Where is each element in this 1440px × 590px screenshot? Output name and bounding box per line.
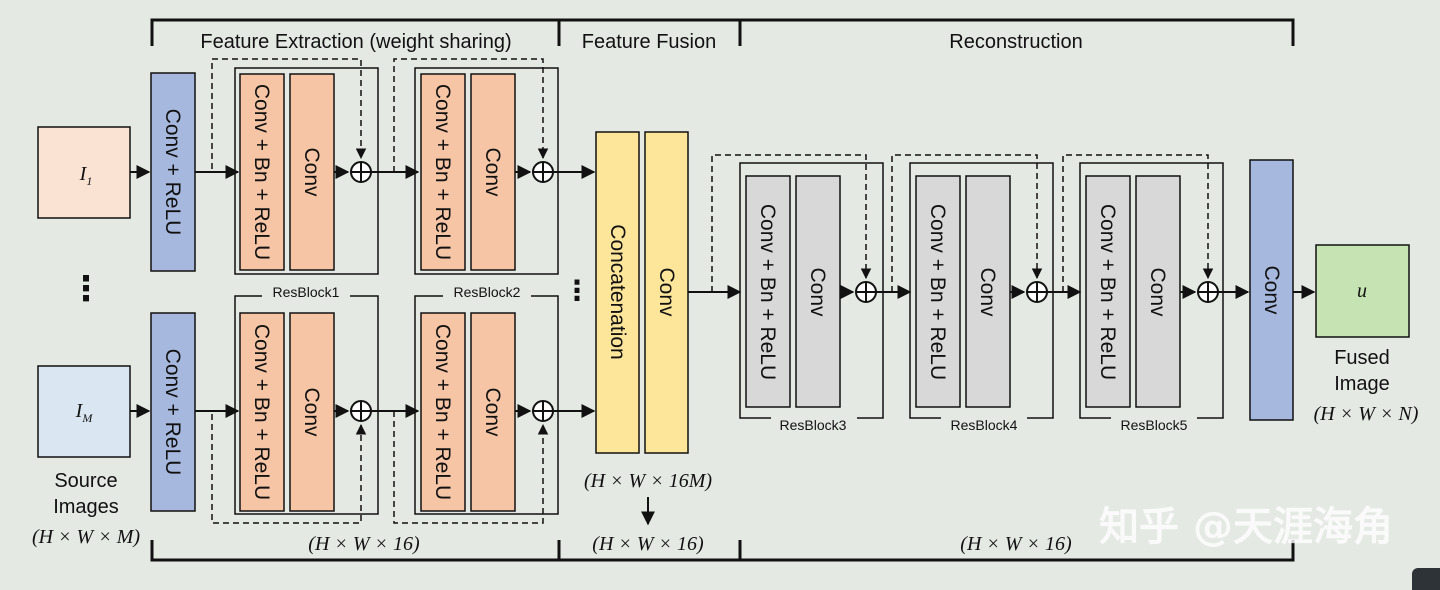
conv-relu-block-bottom: [150, 312, 196, 512]
resblock5-conv: Conv: [1146, 267, 1169, 317]
resblock1-top-conv: Conv: [300, 147, 323, 197]
resblock5: [1062, 154, 1224, 419]
ellipsis-inputs: ⋮: [69, 270, 103, 308]
resblock2-bottom-conv: Conv: [481, 387, 504, 437]
resblock2-bottom: [393, 295, 559, 524]
concatenation-block: [595, 131, 640, 454]
conv-relu-label-top: Conv + ReLU: [161, 109, 184, 236]
resblock2-bottom-conv-bn-relu: Conv + Bn + ReLU: [431, 324, 454, 500]
resblock4-conv-bn-relu: Conv + Bn + ReLU: [926, 204, 949, 380]
section-title-extraction: Feature Extraction (weight sharing): [200, 31, 511, 53]
sum-node-rb2-bottom: [532, 400, 554, 422]
resblock5-label: ResBlock5: [1121, 417, 1188, 433]
source-caption-line1: Source: [54, 470, 117, 492]
final-conv-label: Conv: [1260, 265, 1283, 315]
resblock1-label: ResBlock1: [273, 284, 340, 300]
dims-reconstruction-output: (H × W × 16): [960, 533, 1072, 555]
resblock2-top-conv-bn-relu: Conv + Bn + ReLU: [431, 84, 454, 260]
source-caption-line2: Images: [53, 496, 119, 518]
resblock3-label-bg: [771, 416, 857, 434]
fused-caption-line2: Image: [1334, 373, 1390, 395]
source-image-i1-label: I1: [79, 163, 93, 188]
corner-control[interactable]: [1412, 568, 1440, 590]
dims-fusion-output: (H × W × 16): [592, 533, 704, 555]
resblock3-label: ResBlock3: [780, 417, 847, 433]
resblock1-bottom-conv: Conv: [300, 387, 323, 437]
sum-node-rb1-bottom: [350, 400, 372, 422]
resblock4-label-bg: [941, 416, 1027, 434]
fusion-conv-label: Conv: [655, 267, 678, 317]
watermark: 知乎 @天涯海角: [1099, 504, 1393, 550]
sum-node-rb1-top: [350, 161, 372, 183]
resblock4-label: ResBlock4: [951, 417, 1018, 433]
section-brackets-top: [150, 18, 1295, 46]
resblock2-label: ResBlock2: [454, 284, 521, 300]
fusion-input-arrows: [553, 165, 596, 418]
fused-image: [1315, 244, 1410, 338]
source-image-im-label: IM: [75, 400, 94, 425]
resblock1-top: [195, 58, 379, 275]
fused-caption-dims: (H × W × N): [1314, 403, 1419, 425]
resblock1-bottom-conv-bn-relu: Conv + Bn + ReLU: [250, 324, 273, 500]
source-image-im: [37, 365, 131, 458]
resblock1-top-conv-bn-relu: Conv + Bn + ReLU: [250, 84, 273, 260]
fused-caption-line1: Fused: [1334, 347, 1390, 369]
resblock1-label-bg: [262, 283, 350, 301]
resblock4: [891, 154, 1054, 419]
section-brackets-bottom: [150, 540, 1295, 562]
concatenation-label: Concatenation: [606, 224, 629, 359]
resblock1-bottom: [195, 295, 379, 524]
final-conv-block: [1249, 159, 1294, 421]
sum-node-rb2-top: [532, 161, 554, 183]
resblock2-top: [393, 58, 559, 275]
resblock5-label-bg: [1111, 416, 1197, 434]
input-arrows: [130, 165, 151, 418]
ellipsis-fusion: ⋮: [563, 275, 591, 306]
resblock4-conv: Conv: [976, 267, 999, 317]
resblock5-conv-bn-relu: Conv + Bn + ReLU: [1096, 204, 1119, 380]
fused-image-symbol: u: [1357, 280, 1367, 302]
resblock3-conv: Conv: [806, 267, 829, 317]
section-title-reconstruction: Reconstruction: [949, 31, 1082, 53]
section-title-fusion: Feature Fusion: [582, 31, 717, 53]
resblock2-top-conv: Conv: [481, 147, 504, 197]
conv-relu-label-bottom: Conv + ReLU: [161, 349, 184, 476]
resblock3: [711, 154, 884, 419]
source-caption-dims: (H × W × M): [32, 526, 140, 548]
source-image-i1: [37, 126, 131, 219]
dims-extraction-output: (H × W × 16): [308, 533, 420, 555]
dims-fusion-concat: (H × W × 16M): [584, 470, 712, 492]
resblock2-label-bg: [443, 283, 531, 301]
resblock3-conv-bn-relu: Conv + Bn + ReLU: [756, 204, 779, 380]
